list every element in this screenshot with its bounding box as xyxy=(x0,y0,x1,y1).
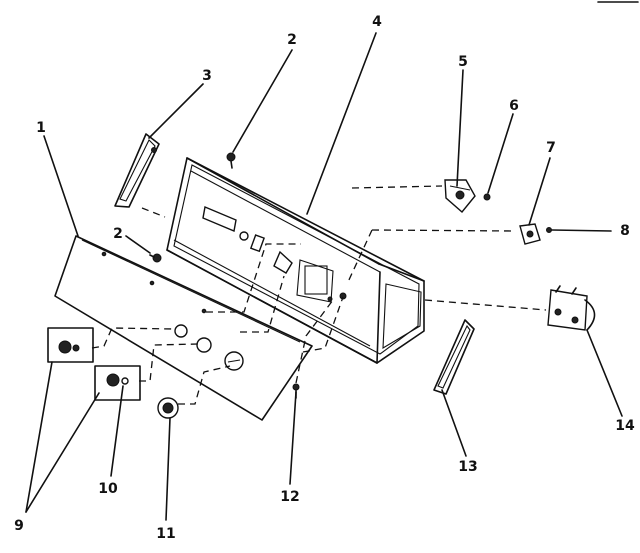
callout-2-upper: 2 xyxy=(287,32,297,48)
callout-3: 3 xyxy=(202,68,212,84)
callout-11: 11 xyxy=(156,526,175,542)
callout-1: 1 xyxy=(36,120,46,136)
callout-5: 5 xyxy=(458,54,468,70)
part-small-screw-6 xyxy=(483,193,491,201)
callout-labels: 1 2 2 3 4 5 6 7 8 9 10 11 12 13 14 xyxy=(14,14,635,542)
callout-13: 13 xyxy=(458,459,477,475)
part-knob-kit-upper xyxy=(47,327,94,363)
callout-8: 8 xyxy=(620,223,630,239)
part-timer-motor xyxy=(547,285,596,331)
part-knob-kit-lower xyxy=(94,365,141,401)
part-screw-lower xyxy=(149,253,162,263)
leader-lines xyxy=(25,32,623,521)
part-screw-upper xyxy=(226,152,236,169)
part-screw-8 xyxy=(546,227,552,233)
part-left-end-cap xyxy=(114,133,160,208)
callout-14: 14 xyxy=(615,418,635,434)
part-right-end-cap xyxy=(433,319,475,395)
part-upper-switch xyxy=(444,179,476,214)
part-knob xyxy=(157,397,179,419)
callout-9: 9 xyxy=(14,518,24,534)
part-control-console xyxy=(166,157,425,364)
callout-6: 6 xyxy=(509,98,519,114)
callout-2-lower: 2 xyxy=(113,226,123,242)
callout-12: 12 xyxy=(280,489,299,505)
part-small-switch xyxy=(519,223,541,245)
callout-10: 10 xyxy=(98,481,118,497)
callout-7: 7 xyxy=(546,140,556,156)
assembly-lines xyxy=(91,185,547,405)
callout-4: 4 xyxy=(372,14,382,30)
